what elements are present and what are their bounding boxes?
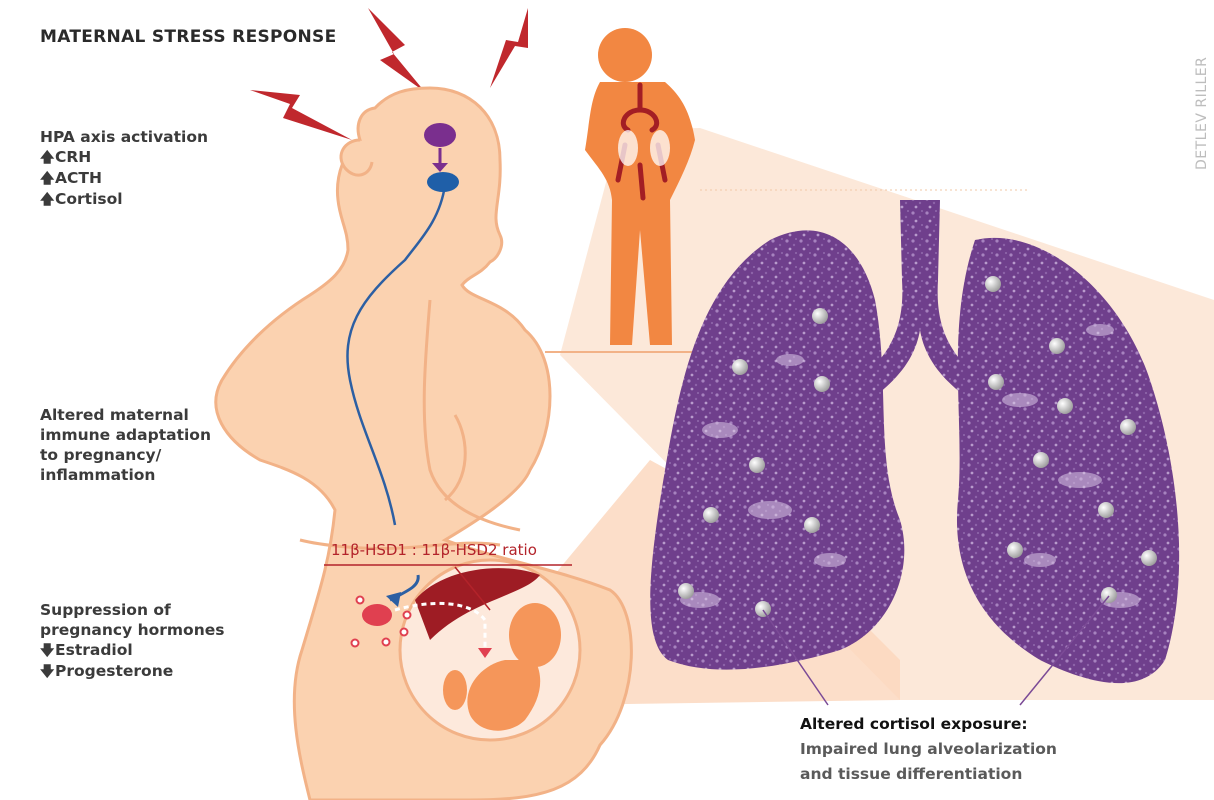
hpa-axis-block: HPA axis activation 🡅CRH 🡅ACTH 🡅Cortisol xyxy=(40,127,208,210)
suppression-item-progesterone: 🡇Progesterone xyxy=(40,661,224,682)
stress-bolt-right-icon xyxy=(490,8,528,88)
down-arrow-icon: 🡇 xyxy=(40,662,55,682)
enzyme-ratio-label: 11β-HSD1 : 11β-HSD2 ratio xyxy=(331,541,537,559)
hormone-suppression-block: Suppression of pregnancy hormones 🡇Estra… xyxy=(40,600,224,682)
pituitary-icon xyxy=(427,172,459,192)
hpa-item-acth: 🡅ACTH xyxy=(40,168,208,189)
immune-adaptation-block: Altered maternal immune adaptation to pr… xyxy=(40,405,211,485)
hypothalamus-icon xyxy=(424,123,456,147)
up-arrow-icon: 🡅 xyxy=(40,190,55,210)
hpa-heading: HPA axis activation xyxy=(40,127,208,147)
down-arrow-icon: 🡇 xyxy=(40,641,55,661)
cortisol-exposure-callout: Altered cortisol exposure: Impaired lung… xyxy=(800,712,1057,787)
stress-bolt-middle-icon xyxy=(368,8,425,92)
up-arrow-icon: 🡅 xyxy=(40,148,55,168)
page-title: MATERNAL STRESS RESPONSE xyxy=(40,27,337,47)
stress-bolt-left-icon xyxy=(250,90,352,140)
up-arrow-icon: 🡅 xyxy=(40,169,55,189)
suppression-item-estradiol: 🡇Estradiol xyxy=(40,640,224,661)
hpa-item-crh: 🡅CRH xyxy=(40,147,208,168)
hpa-item-cortisol: 🡅Cortisol xyxy=(40,189,208,210)
artist-credit: DETLEV RILLER xyxy=(1194,57,1210,170)
placenta-icon xyxy=(362,604,392,626)
